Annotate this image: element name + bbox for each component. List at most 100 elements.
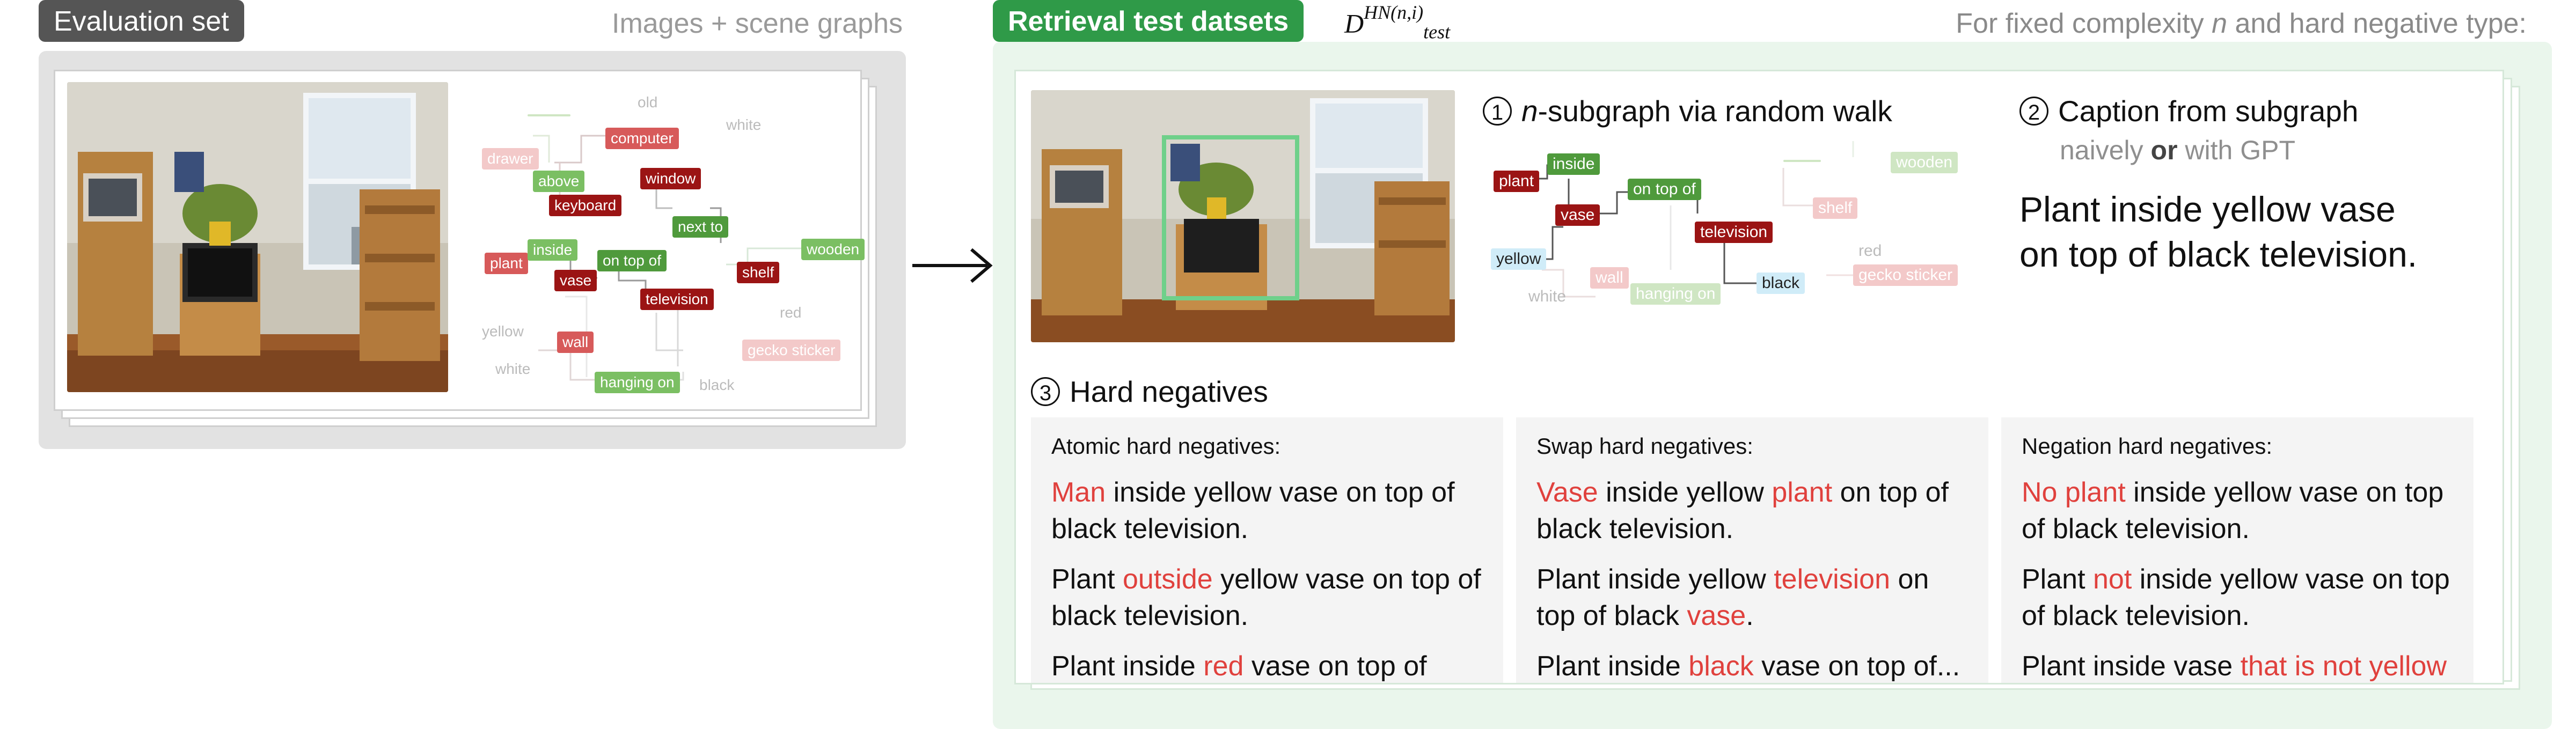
highlighted-change: Man [1051, 477, 1106, 508]
sentence-text: vase on top of black television. [1251, 651, 1427, 682]
highlighted-change: outside [1122, 564, 1213, 595]
retrieval-photo [1031, 90, 1455, 342]
graph-node-gecko-sticker: gecko sticker [742, 340, 841, 361]
highlighted-change: not [2092, 564, 2132, 595]
dataset-formula: DHN(n,i)test [1344, 2, 1451, 43]
graph-node-hanging-on: hanging on [595, 372, 680, 393]
room-photo [67, 82, 448, 392]
sentence-text: Plant [1051, 564, 1123, 595]
highlighted-change: No plant [2022, 477, 2126, 508]
evaluation-set-tab: Evaluation set [39, 0, 244, 42]
graph-node-drawer: drawer [482, 148, 539, 170]
hard-negative-item: Plant outside yellow vase on top of blac… [1051, 561, 1487, 634]
random-walk-subgraph: plant inside vase on top of television y… [1483, 136, 1958, 345]
subgraph-node-wall: wall [1590, 267, 1629, 289]
hard-negative-item: Plant inside vase that is not yellow on … [2022, 648, 2457, 683]
graph-node-white: white [726, 116, 762, 133]
sentence-text: on top of black television. [1536, 477, 1949, 544]
sentence-text: Plant inside vase [2022, 651, 2241, 682]
sentence-text: Plant inside [1051, 651, 1204, 682]
swap-hard-negatives-box: Swap hard negatives: Vase inside yellow … [1516, 417, 1988, 683]
highlighted-change: television [1774, 564, 1891, 595]
subgraph-node-black: black [1757, 273, 1805, 294]
graph-node-on-top-of: on top of [597, 250, 667, 271]
graph-node-next-to: next to [672, 216, 729, 238]
sentence-text: Plant [2022, 564, 2093, 595]
step-1-number: 1 [1483, 97, 1512, 126]
arrow-right-icon [912, 248, 993, 283]
highlighted-change: plant [1772, 477, 1833, 508]
graph-node-television: television [640, 289, 714, 310]
negation-hard-negatives-box: Negation hard negatives: No plant inside… [2001, 417, 2473, 683]
step-3-number: 3 [1031, 377, 1060, 407]
subgraph-node-on-top-of: on top of [1628, 179, 1701, 200]
generated-caption: Plant inside yellow vase on top of black… [2019, 189, 2418, 274]
hard-negative-item: Plant not inside yellow vase on top of b… [2022, 561, 2457, 634]
graph-node-wooden: wooden [801, 239, 865, 260]
highlighted-change: red [1203, 651, 1244, 682]
graph-node-plant: plant [485, 253, 528, 274]
graph-node-computer: computer [605, 128, 679, 149]
graph-node-black: black [699, 377, 735, 393]
graph-node-window: window [640, 168, 701, 189]
sentence-text: inside yellow vase on top of black telev… [2022, 477, 2444, 544]
atomic-hard-negatives-box: Atomic hard negatives: Man inside yellow… [1031, 417, 1503, 683]
graph-node-wall: wall [557, 332, 594, 353]
subgraph-node-yellow: yellow [1491, 248, 1547, 270]
subgraph-node-shelf: shelf [1813, 197, 1858, 219]
sentence-text: inside yellow vase on top of black telev… [1051, 477, 1455, 544]
graph-node-white-2: white [495, 360, 531, 377]
graph-node-red: red [780, 304, 802, 321]
subgraph-node-white: white [1528, 288, 1567, 305]
atomic-hard-negatives-title: Atomic hard negatives: [1051, 433, 1281, 459]
retrieval-test-tab: Retrieval test datsets [993, 0, 1304, 42]
graph-node-inside: inside [528, 239, 578, 261]
hard-negative-item: Vase inside yellow plant on top of black… [1536, 474, 1972, 547]
graph-node-shelf: shelf [737, 262, 780, 283]
graph-node-old: old [638, 94, 658, 111]
sentence-text: vase on top of... [1753, 651, 1960, 682]
highlighted-change: vase [1687, 600, 1746, 631]
highlighted-change: that is not yellow [2240, 651, 2447, 682]
scene-graph: old white drawer computer above keyboard… [469, 82, 865, 399]
graph-node-green [528, 114, 570, 116]
subgraph-node-gecko-sticker: gecko sticker [1853, 264, 1958, 286]
sentence-text: Plant inside yellow [1536, 564, 1774, 595]
fixed-complexity-subtitle: For fixed complexity n and hard negative… [1956, 8, 2527, 39]
sentence-text: on top of black [1536, 564, 1929, 631]
graph-node-above: above [533, 171, 585, 192]
caption-method-note: naively or with GPT [2060, 135, 2296, 165]
subgraph-node-hanging-on: hanging on [1630, 283, 1721, 305]
subgraph-node-plant: plant [1494, 171, 1540, 192]
sentence-text: inside yellow [1598, 477, 1772, 508]
sentence-text: inside yellow vase on top of black telev… [2022, 564, 2450, 631]
subgraph-node-green [1783, 160, 1821, 162]
graph-node-keyboard: keyboard [549, 195, 622, 216]
sentence-text: Plant inside [1536, 651, 1689, 682]
negation-hard-negatives-title: Negation hard negatives: [2022, 433, 2272, 459]
stack-card-front: old white drawer computer above keyboard… [54, 70, 865, 411]
subgraph-highlight-box [1162, 135, 1299, 300]
subgraph-node-wooden: wooden [1891, 152, 1958, 173]
sentence-text: yellow vase on top of black television. [1051, 564, 1481, 631]
highlighted-change: Vase [1536, 477, 1598, 508]
graph-node-yellow: yellow [482, 323, 524, 340]
hard-negative-item: Man inside yellow vase on top of black t… [1051, 474, 1487, 547]
step-2-number: 2 [2019, 97, 2048, 126]
sentence-text: . [1746, 600, 1754, 631]
swap-hard-negatives-title: Swap hard negatives: [1536, 433, 1753, 459]
hard-negative-item: No plant inside yellow vase on top of bl… [2022, 474, 2457, 547]
hard-negative-item: Plant inside yellow television on top of… [1536, 561, 1972, 634]
hard-negative-item: Plant inside black vase on top of... yel… [1536, 648, 1972, 683]
evaluation-set-subtitle: Images + scene graphs [612, 8, 903, 39]
subgraph-node-red: red [1858, 242, 1882, 260]
subgraph-node-inside: inside [1547, 153, 1600, 175]
hard-negative-item: Plant inside red vase on top of black te… [1051, 648, 1487, 683]
graph-node-vase: vase [554, 270, 597, 291]
subgraph-node-vase: vase [1555, 204, 1600, 226]
subgraph-node-television: television [1695, 222, 1773, 243]
